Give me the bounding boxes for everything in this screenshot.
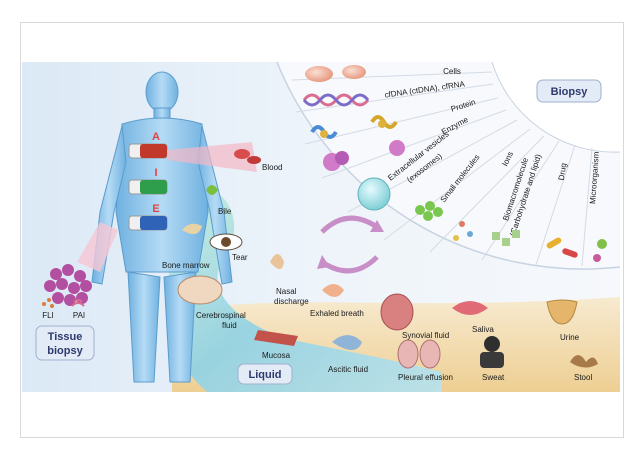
lungs-icon xyxy=(397,339,441,369)
ion-icon xyxy=(453,221,473,241)
diagram-canvas: Biopsy Cells cfDNA (ctDNA), cfRNA Protei… xyxy=(22,62,620,392)
bone-marrow-icon xyxy=(182,223,202,235)
label-tear: Tear xyxy=(232,253,248,262)
fluid-labels: Blood Bile Bone marrow Tear Nasal discha… xyxy=(162,163,592,382)
label-csf-1: Cerebrospinal xyxy=(196,311,246,320)
biomarker-cells: Cells xyxy=(443,67,461,76)
label-bone-marrow: Bone marrow xyxy=(162,261,210,270)
drug-icon xyxy=(546,237,578,258)
label-ascitic: Ascitic fluid xyxy=(328,365,368,374)
microorganism-icon xyxy=(593,239,607,262)
biomarker-icons xyxy=(302,65,607,262)
brain-icon xyxy=(177,275,223,305)
label-saliva: Saliva xyxy=(472,325,494,334)
joint-icon xyxy=(380,293,414,331)
tissue-method-pai: PAI xyxy=(73,311,85,320)
blood-beam xyxy=(167,142,257,172)
label-nasal-2: discharge xyxy=(274,297,309,306)
small-molecule-icon xyxy=(415,201,443,221)
biomacromolecule-icon xyxy=(492,230,520,246)
label-mucosa: Mucosa xyxy=(262,351,291,360)
blood-cells-icon xyxy=(234,149,261,164)
mucosa-icon xyxy=(254,330,298,346)
liquid-title: Liquid xyxy=(249,369,282,381)
tissue-biopsy-badge: Tissue biopsy xyxy=(35,325,95,361)
biomarker-drug: Drug xyxy=(557,162,568,180)
sample-tubes: A I E xyxy=(128,131,168,231)
enzyme-icon xyxy=(323,140,405,171)
pai-icon xyxy=(71,299,85,307)
tissue-beam xyxy=(77,222,118,272)
biopsy-title: Biopsy xyxy=(551,86,589,98)
label-bile: Bile xyxy=(218,207,232,216)
label-blood: Blood xyxy=(262,163,282,172)
tube-letter-i: I xyxy=(154,167,157,179)
tissue-biopsy-title-1: Tissue xyxy=(48,331,83,343)
label-pleural: Pleural effusion xyxy=(398,373,453,382)
label-csf-2: fluid xyxy=(222,321,237,330)
label-stool: Stool xyxy=(574,373,592,382)
cell-icon xyxy=(305,66,333,82)
bladder-icon xyxy=(546,299,578,325)
nose-icon xyxy=(270,254,284,269)
tube-letter-a: A xyxy=(152,131,160,143)
label-sweat: Sweat xyxy=(482,373,505,382)
exchange-arrows-icon xyxy=(317,215,384,274)
liquid-biopsy-diagram: Biopsy Cells cfDNA (ctDNA), cfRNA Protei… xyxy=(22,62,620,392)
tube-letter-e: E xyxy=(152,203,159,215)
cell-icon xyxy=(342,65,366,79)
stool-icon xyxy=(570,355,598,368)
protein-icon xyxy=(310,115,398,139)
label-urine: Urine xyxy=(560,333,580,342)
fluid-icons xyxy=(177,185,598,369)
tissue-sample-icon xyxy=(44,264,92,306)
label-exhaled: Exhaled breath xyxy=(310,309,364,318)
tissue-method-fli: FLI xyxy=(42,311,54,320)
label-nasal-1: Nasal xyxy=(276,287,297,296)
stomach-icon xyxy=(332,335,362,350)
lips-icon xyxy=(452,301,488,315)
person-sweat-icon xyxy=(480,336,504,368)
biopsy-title-badge: Biopsy xyxy=(536,79,602,103)
liquid-badge: Liquid xyxy=(237,363,293,385)
biomarker-microorganism: Microorganism xyxy=(588,151,601,204)
bile-icon xyxy=(206,185,218,195)
tissue-biopsy-title-2: biopsy xyxy=(47,345,83,357)
label-synovial: Synovial fluid xyxy=(402,331,449,340)
mouth-icon xyxy=(322,284,344,297)
exosome-icon xyxy=(357,177,391,211)
fli-icon xyxy=(42,298,54,308)
liquid-wave xyxy=(166,187,443,392)
